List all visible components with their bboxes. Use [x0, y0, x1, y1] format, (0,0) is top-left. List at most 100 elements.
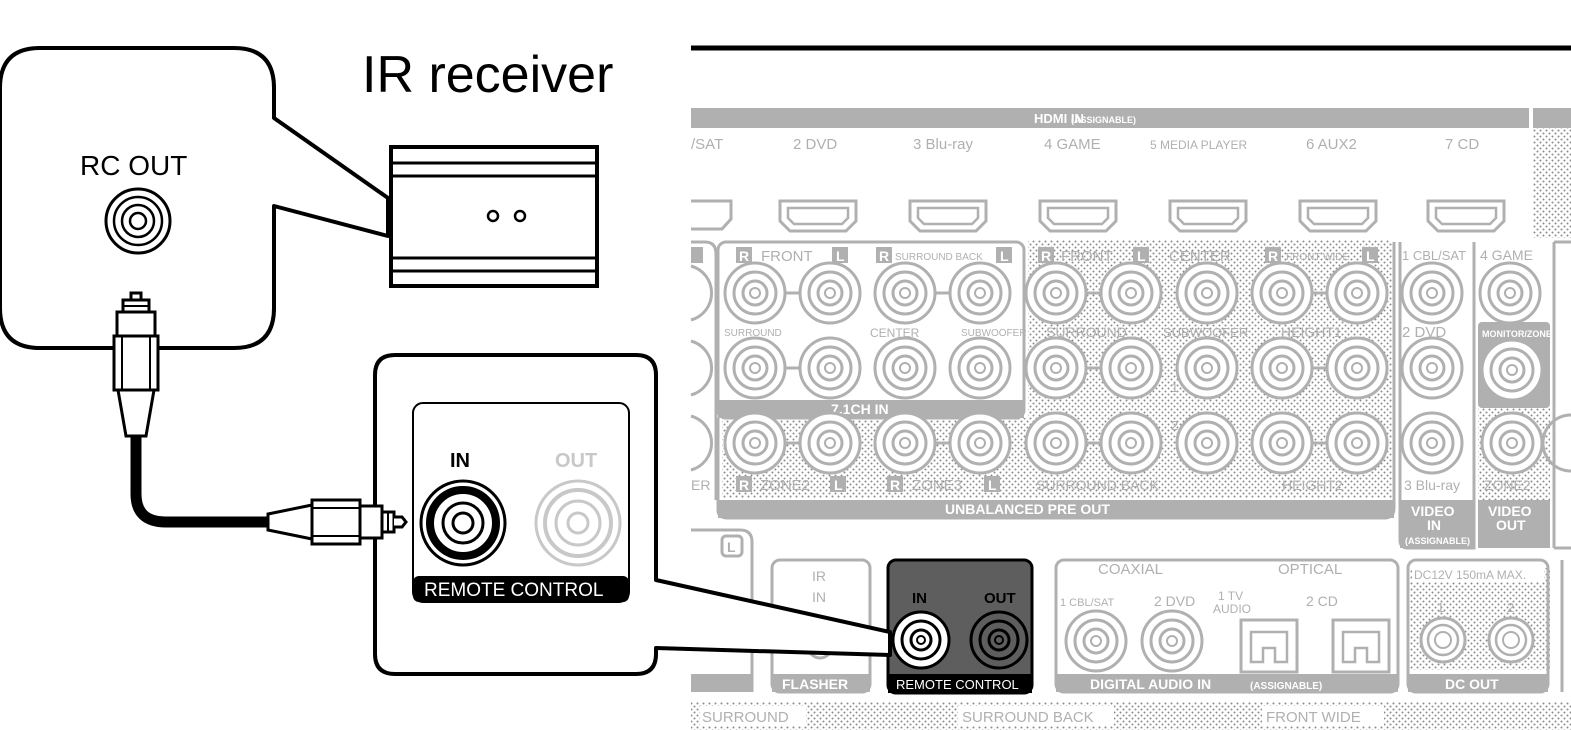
partial-rca-jack: [690, 339, 714, 397]
component-label: 4 GAME: [1480, 247, 1533, 263]
rca-jack: [723, 261, 787, 325]
dc-out-bar: [1408, 674, 1548, 692]
dotted-area-hdmi-right: [1533, 128, 1571, 238]
r-letter: R: [1041, 248, 1051, 264]
callout-in-label: IN: [450, 450, 470, 472]
optical-label: OPTICAL: [1278, 561, 1342, 578]
rca-jack: [948, 411, 1012, 475]
rc-in-label: IN: [912, 590, 927, 607]
callout-out-label: OUT: [555, 450, 597, 472]
callout-remote-label: REMOTE CONTROL: [424, 580, 603, 601]
hdmi-port: [1038, 199, 1118, 233]
partial-rca-jack: [690, 264, 714, 322]
rca-plug-right: [266, 498, 408, 546]
r-badge: [1038, 247, 1054, 263]
coaxial-jack: [1064, 609, 1128, 673]
dc-spec-bg: [1412, 566, 1544, 582]
bottom-label-bg: [958, 706, 1114, 726]
l-letter: L: [1366, 248, 1375, 264]
rc-out-jack: [104, 187, 172, 255]
ch71-in-bar: [718, 400, 1024, 418]
hdmi-title-bar: [691, 108, 1529, 128]
rc-out-device: [0, 46, 390, 350]
rca-jack: [723, 336, 787, 400]
rca-jack: [873, 336, 937, 400]
ir-receiver-device: [389, 145, 599, 288]
hdmi-port: [1298, 199, 1378, 233]
bottom-front-wide-label: FRONT WIDE: [1266, 709, 1361, 726]
bottom-label-bg: [1262, 706, 1384, 726]
rca-jack: [1175, 261, 1239, 325]
right-edge-frame: [1552, 240, 1571, 550]
zone3-label: ZONE3: [912, 477, 962, 494]
hdmi-assignable-label: (ASSIGNABLE): [1071, 115, 1136, 125]
number-label: 1: [1437, 600, 1444, 615]
rca-jack: [1175, 411, 1239, 475]
hdmi-input-label: 7 CD: [1445, 136, 1479, 153]
l-letter: L: [1137, 248, 1146, 264]
dc-spec-label: DC12V 150mA MAX.: [1414, 568, 1526, 582]
rca-jack: [1099, 336, 1163, 400]
hdmi-port: [778, 199, 858, 233]
l-badge: [832, 247, 848, 263]
connection-illustration: RC OUT IR receiver IN OUT: [0, 46, 892, 676]
rca-jack: [873, 411, 937, 475]
rca-jack: [1250, 261, 1314, 325]
l-badge: [1362, 247, 1378, 263]
l-badge: [996, 247, 1012, 263]
rca-jack: [1325, 261, 1389, 325]
l-badge: [830, 476, 846, 492]
l-letter: L: [988, 477, 997, 493]
dotted-area-bottom: [691, 702, 1571, 730]
digital-input-label: AUDIO: [1213, 602, 1251, 616]
rca-jack: [1400, 411, 1464, 475]
surround-back-label: SURROUND BACK: [895, 252, 983, 263]
hdmi-input-label: 5 MEDIA PLAYER: [1150, 138, 1247, 152]
l-badge: [1133, 247, 1149, 263]
r-badge: [887, 476, 903, 492]
digital-input-label: 2 CD: [1306, 593, 1338, 609]
hdmi-port: [691, 199, 733, 231]
subwoofer-label: SUBWOOFER: [1163, 325, 1248, 340]
video-out-label: VIDEO: [1488, 503, 1532, 519]
rca-jack: [723, 411, 787, 475]
dc-out-jack: [1487, 616, 1535, 664]
hdmi-input-label: 2 DVD: [793, 136, 837, 153]
l-letter: L: [834, 477, 843, 493]
rc-out-label: OUT: [984, 590, 1016, 607]
surround-back-label: SURROUND BACK: [1036, 477, 1160, 493]
ir-led-dot: [486, 209, 500, 223]
rca-jack: [1175, 336, 1239, 400]
rca-jack: [1480, 411, 1544, 475]
l-letter: L: [836, 248, 845, 264]
er-label: ER: [691, 477, 710, 493]
number-label: 2: [1171, 418, 1178, 433]
rca-jack: [1024, 411, 1088, 475]
front-label: FRONT: [761, 248, 813, 265]
rca-jack: [1325, 336, 1389, 400]
hdmi-port: [1426, 199, 1506, 233]
bottom-surround-label: SURROUND: [702, 709, 789, 726]
hdmi-input-label: 3 Blu-ray: [913, 136, 974, 153]
height1-label: HEIGHT1: [1281, 324, 1342, 340]
l-letter: L: [1000, 248, 1009, 264]
ir-led-dot: [513, 209, 527, 223]
speaker-bar-partial: [691, 674, 752, 692]
r-badge: [876, 247, 892, 263]
rca-cable: [130, 430, 278, 528]
l-badge: [720, 534, 744, 558]
video-in-assignable: (ASSIGNABLE): [1405, 536, 1470, 546]
zone2-out-label: ZONE2: [1484, 477, 1531, 493]
subwoofer-label: SUBWOOFER: [961, 328, 1027, 339]
number-label: 2: [1507, 600, 1514, 615]
digital-input-label: 1 TV: [1218, 589, 1243, 603]
hdmi-input-label: /SAT: [691, 136, 723, 153]
rca-jack: [798, 261, 862, 325]
surround-label: SURROUND: [1046, 324, 1127, 340]
partial-rca-jack: [690, 414, 714, 472]
callout-remote-bar: [413, 576, 629, 602]
r-letter: R: [739, 477, 749, 493]
front-wide-label: FRONT WIDE: [1286, 252, 1349, 263]
number-label: 1: [1171, 380, 1178, 395]
